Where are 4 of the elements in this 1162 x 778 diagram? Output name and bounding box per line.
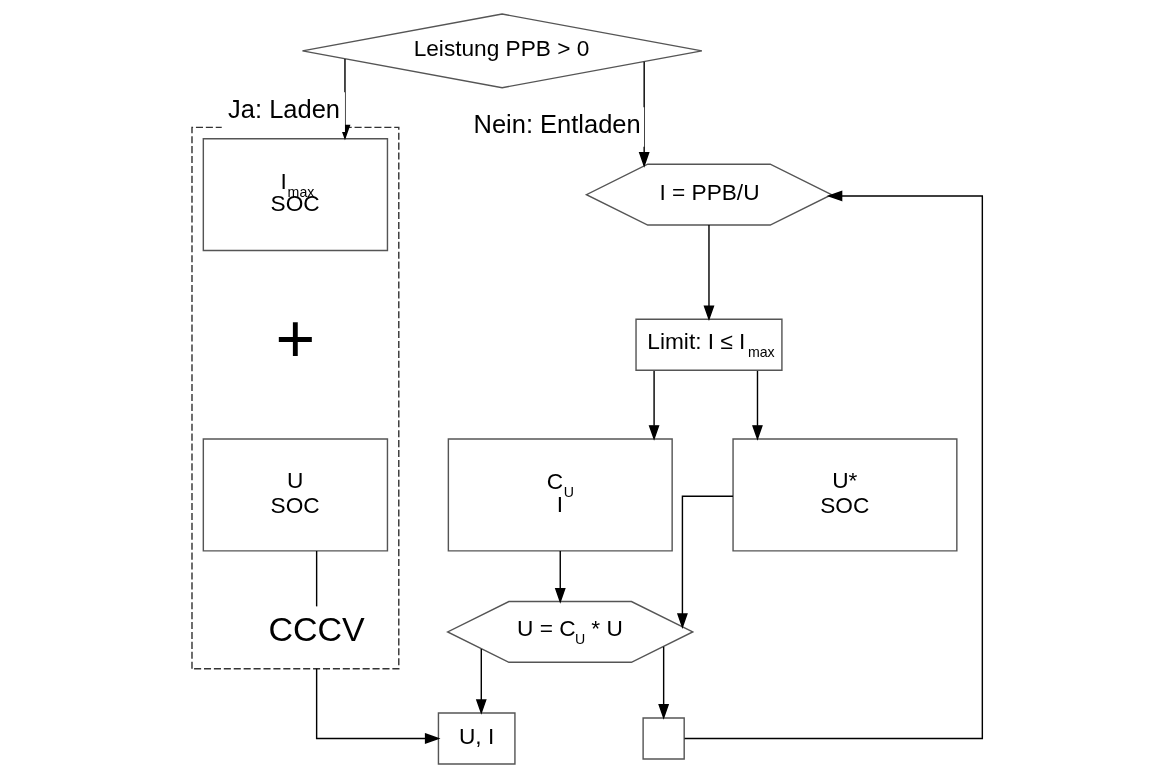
edge-label: Ja: Laden	[227, 95, 340, 124]
label: +	[275, 299, 315, 376]
edge-label: Nein: Entladen	[473, 110, 641, 139]
node-text: CCCV	[267, 609, 365, 648]
